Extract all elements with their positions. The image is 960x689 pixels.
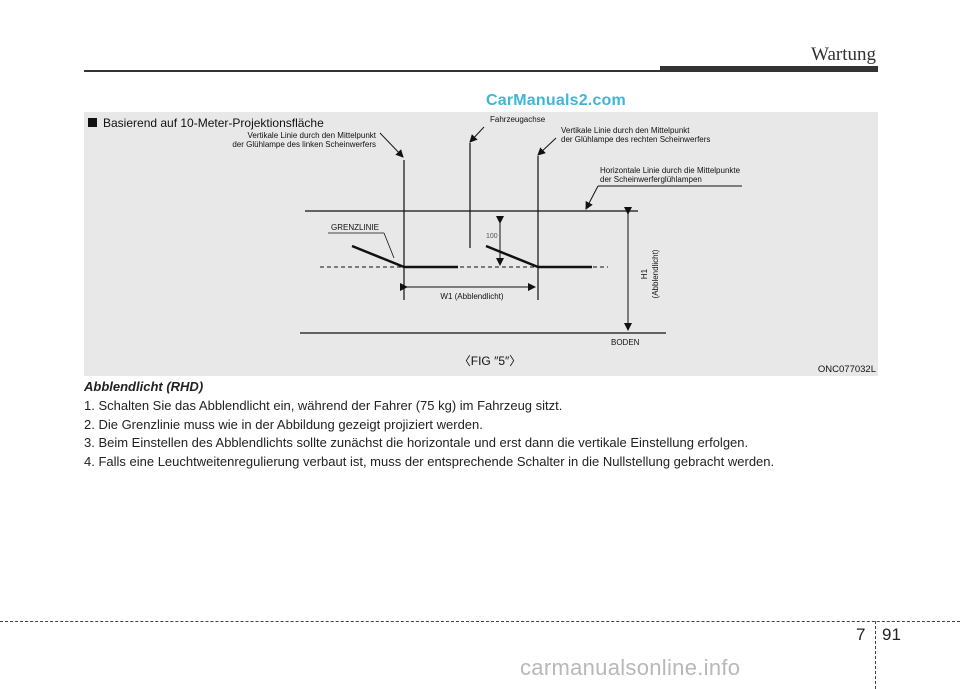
cutoff-label-leader [383, 232, 395, 259]
figure-heading-text: Basierend auf 10-Meter-Projektionsfläche [103, 116, 324, 130]
leader-right-vertical [537, 137, 557, 156]
label-left-vertical-2: der Glühlampe des linken Scheinwerfers [232, 140, 376, 149]
leader-axis [469, 126, 485, 143]
label-ground: BODEN [611, 338, 640, 347]
figure-caption: 〈FIG ″5″〉 [459, 354, 522, 368]
instructions-list: 1. Schalten Sie das Abblendlicht ein, wä… [84, 397, 884, 471]
label-cutoff: GRENZLINIE [331, 223, 379, 232]
instruction-item: 3. Beim Einstellen des Abblendlichts sol… [84, 435, 749, 450]
bullet-square-icon [88, 118, 97, 127]
watermark-top: CarManuals2.com [486, 92, 626, 109]
label-h1-sub: (Abblendlicht) [651, 249, 660, 298]
chapter-number: 7 [856, 625, 866, 644]
label-horizontal-2: der Scheinwerferglühlampen [600, 175, 702, 184]
label-h1: H1 [640, 268, 649, 279]
instruction-item: 2. Die Grenzlinie muss wie in der Abbild… [84, 416, 483, 432]
leader-horizontal [585, 185, 599, 210]
header-rule [84, 70, 660, 72]
label-100: 100 [486, 233, 498, 240]
label-right-vertical-1: Vertikale Linie durch den Mittelpunkt [561, 126, 690, 135]
watermark-bottom: carmanualsonline.info [520, 655, 741, 680]
instruction-item: 4. Falls eine Leuchtweitenregulierung ve… [84, 453, 775, 469]
label-w1: W1 (Abblendlicht) [440, 292, 503, 301]
label-horizontal-1: Horizontale Linie durch die Mittelpunkte [600, 166, 741, 175]
instructions-title: Abblendlicht (RHD) [84, 379, 204, 394]
label-vehicle-axis: Fahrzeugachse [490, 115, 546, 124]
footer-divider [0, 621, 960, 622]
instruction-item: 1. Schalten Sie das Abblendlicht ein, wä… [84, 398, 563, 413]
cutoff-left-slope [351, 244, 405, 269]
figure-panel [84, 112, 878, 376]
header-rule-accent [660, 66, 878, 72]
leader-left-vertical [379, 132, 404, 158]
footer-vertical-divider [875, 621, 876, 689]
cutoff-right-slope [485, 244, 539, 269]
label-left-vertical-1: Vertikale Linie durch den Mittelpunkt [247, 131, 376, 140]
page-number: 91 [882, 625, 901, 644]
label-right-vertical-2: der Glühlampe des rechten Scheinwerfers [561, 135, 710, 144]
section-title: Wartung [811, 44, 876, 65]
figure-code: ONC077032L [818, 364, 876, 375]
figure-heading: Basierend auf 10-Meter-Projektionsfläche [88, 116, 324, 130]
